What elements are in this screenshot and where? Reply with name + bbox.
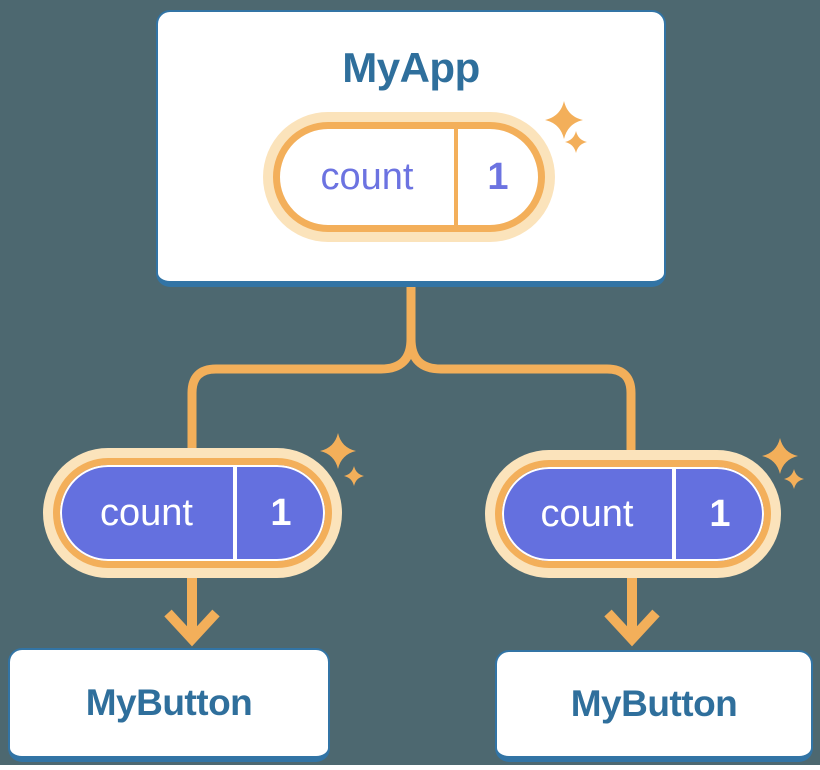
state-value: 1 <box>487 155 509 198</box>
left-child-component-card: MyButton <box>8 648 330 762</box>
state-pill-right-child: count 1 <box>485 450 781 578</box>
right-child-component-card: MyButton <box>495 650 813 762</box>
sparkle-icon <box>762 438 798 474</box>
pill-divider <box>233 465 237 561</box>
state-pill-root: count 1 <box>263 112 555 242</box>
state-value: 1 <box>709 492 731 535</box>
state-pill-body: count 1 <box>273 122 545 232</box>
arrow-down-icon <box>164 574 220 647</box>
arrow-down-icon <box>604 574 660 647</box>
state-pill-body: count 1 <box>495 460 771 568</box>
component-title: MyButton <box>85 682 253 723</box>
sparkle-icon <box>784 469 804 489</box>
state-label: count <box>540 492 634 535</box>
component-title: MyButton <box>570 683 738 724</box>
sparkle-icon <box>320 433 356 469</box>
state-pill-left-child: count 1 <box>43 448 342 578</box>
sparkle-icon <box>545 101 583 139</box>
page-background-strip <box>0 765 820 770</box>
state-pill-body: count 1 <box>53 458 332 568</box>
sparkle-icon <box>344 466 364 486</box>
pill-divider <box>672 467 676 561</box>
pill-divider <box>454 129 458 225</box>
sparkle-icon <box>565 131 587 153</box>
tree-branch-lines <box>187 284 636 452</box>
state-value: 1 <box>270 491 292 534</box>
state-label: count <box>320 155 414 198</box>
component-title: MyApp <box>342 44 480 91</box>
state-label: count <box>100 491 193 534</box>
